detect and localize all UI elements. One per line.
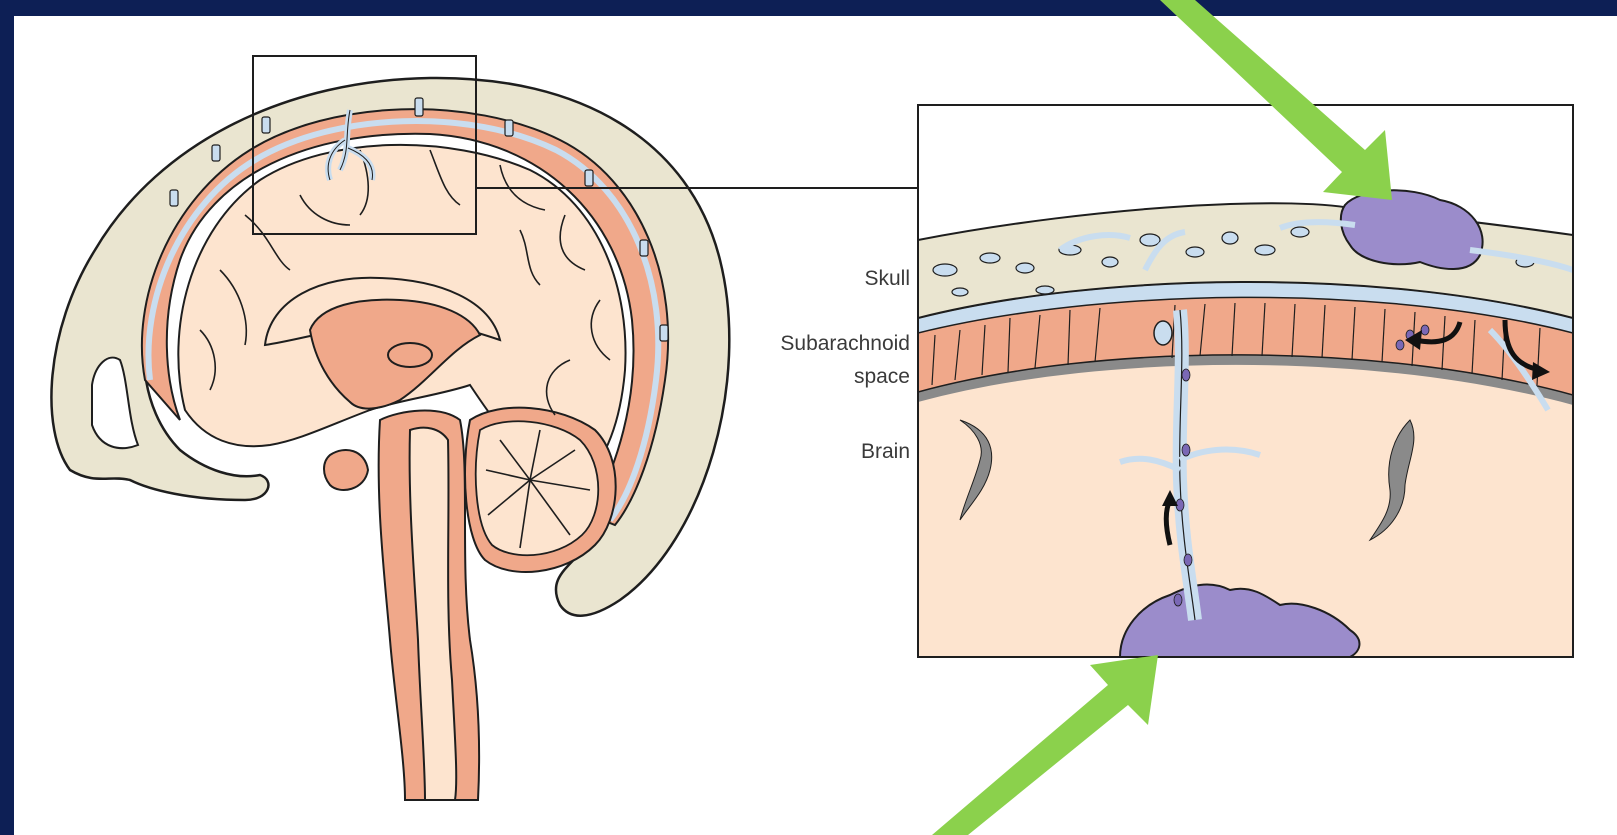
vessel-lumen [1154,321,1172,345]
label-skull: Skull [840,266,910,291]
pituitary [324,450,368,490]
enlarged-inset [918,105,1573,657]
label-subarachnoid-line1: Subarachnoid [730,331,910,356]
head-sagittal-section [51,56,729,800]
label-subarachnoid-line2: space [730,364,910,389]
label-brain: Brain [840,439,910,464]
pointer-arrow-bottom [932,655,1158,835]
